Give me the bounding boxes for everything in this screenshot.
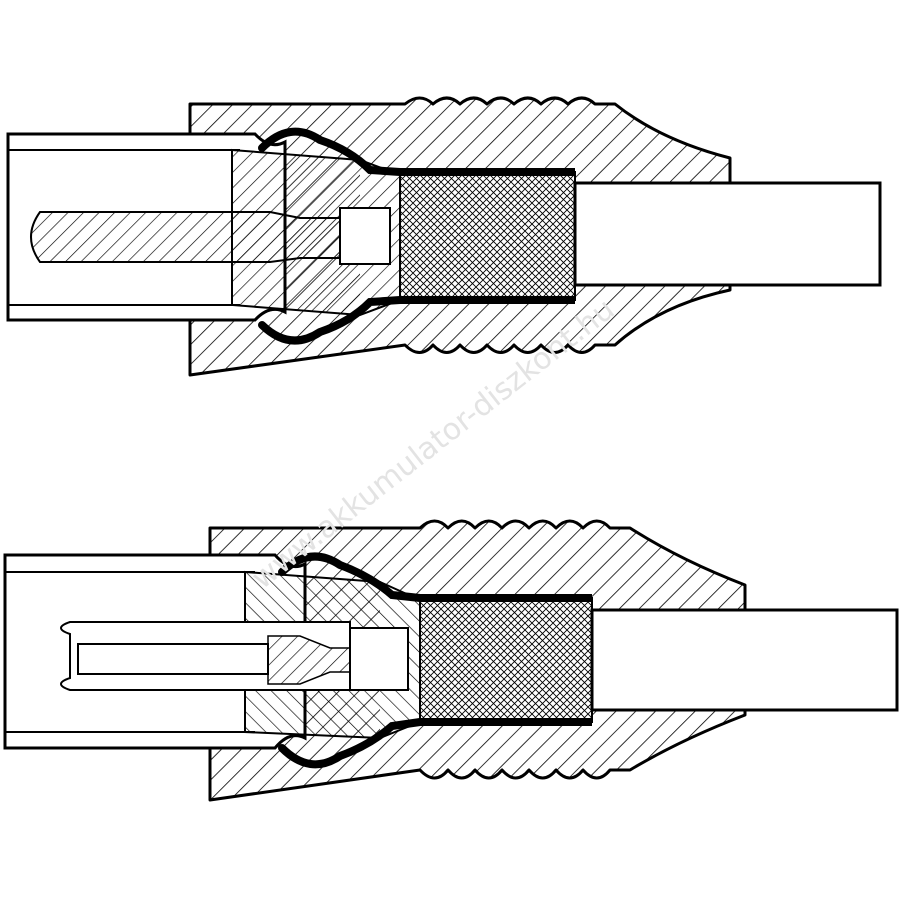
- female-cable-jacket: [590, 608, 899, 712]
- female-connector: [3, 519, 899, 802]
- female-cable-braid: [419, 597, 593, 723]
- male-cable-braid: [399, 171, 576, 301]
- male-cable-jacket: [573, 181, 882, 287]
- male-center-pin: [30, 211, 341, 263]
- male-connector: [6, 96, 882, 377]
